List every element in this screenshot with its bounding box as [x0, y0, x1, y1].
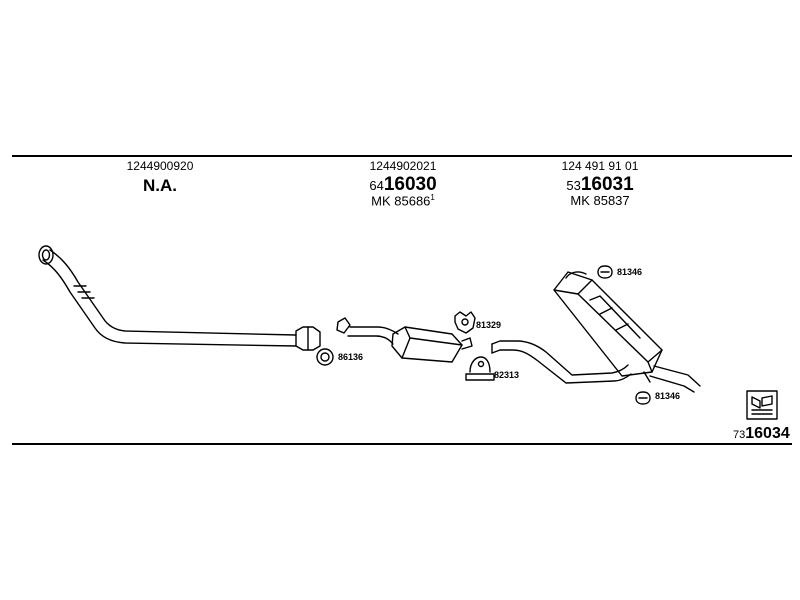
rubber-hanger-bottom: [635, 391, 651, 405]
rubber-mount: [454, 311, 476, 334]
top-divider: [12, 155, 792, 157]
catalog-code-kit: 7316034: [733, 425, 790, 443]
gasket-ring: [316, 348, 334, 366]
ref-label-hanger-top: 81346: [617, 267, 643, 277]
bottom-divider: [12, 443, 792, 445]
mk-number-rear-silencer: MK 85837: [570, 193, 630, 208]
catalog-code-main: 16030: [383, 174, 437, 195]
parts-box-icon: [746, 390, 778, 420]
catalog-code-main: 16034: [745, 425, 790, 442]
catalog-code-prefix: 53: [566, 178, 581, 193]
not-available-label: N.A.: [143, 176, 177, 195]
part-number-rear-silencer: 124 491 91 01: [561, 159, 639, 173]
catalog-code-prefix: 64: [369, 178, 384, 193]
part-number-center-silencer: 1244902021: [369, 159, 437, 173]
catalog-code-center-silencer: 6416030: [369, 175, 436, 194]
mk-label: MK 85686: [371, 193, 431, 209]
ref-label-rubber-mount: 81329: [476, 320, 502, 330]
footnote-marker: 1: [430, 193, 435, 202]
catalog-code-main: 16031: [580, 174, 634, 195]
rubber-hanger-top: [597, 265, 613, 279]
ref-label-gasket: 86136: [338, 352, 364, 362]
mk-number-center-silencer: MK 856861: [371, 193, 435, 209]
front-pipe: [38, 245, 321, 351]
ref-label-hanger-bottom: 81346: [655, 391, 681, 401]
clamp: [465, 356, 495, 381]
center-silencer: [336, 317, 473, 363]
rear-silencer: [491, 271, 701, 393]
catalog-code-prefix: 73: [733, 429, 746, 441]
catalog-code-rear-silencer: 5316031: [566, 175, 633, 194]
part-number-front-pipe: 1244900920: [126, 159, 194, 173]
ref-label-clamp: 82313: [494, 370, 520, 380]
